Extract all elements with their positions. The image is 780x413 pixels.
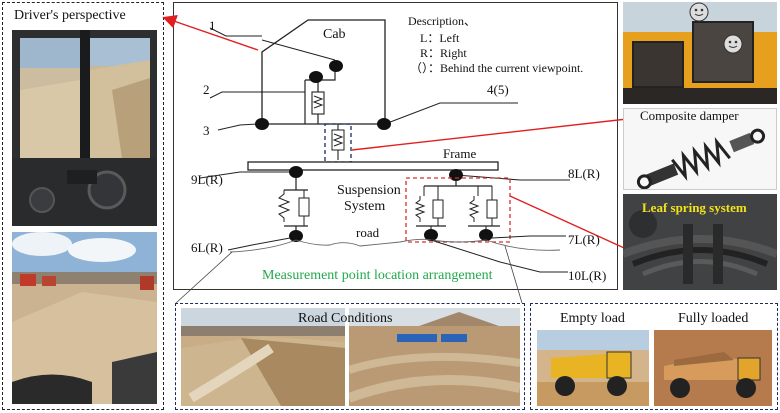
empty-load-label: Empty load: [560, 311, 625, 326]
diagram-caption: Measurement point location arrangement: [262, 268, 493, 283]
loaded-truck-photo: [654, 330, 772, 406]
road-photo-1: [181, 308, 345, 406]
frame-label: Frame: [443, 146, 477, 161]
suspension-label-line1: Suspension: [337, 183, 401, 198]
point-8-label: 8L(R): [568, 166, 600, 181]
diagram-frame: [173, 2, 618, 290]
point-3-label: 3: [203, 123, 210, 138]
description-behind: （）：Behind the current viewpoint.: [410, 61, 584, 75]
road-view-photo: [12, 232, 157, 404]
road-conditions-panel: [175, 303, 525, 410]
road-label: road: [356, 225, 380, 240]
driver-perspective-title: Driver's perspective: [14, 8, 126, 23]
road-conditions-title: Road Conditions: [298, 311, 393, 326]
description-right: R：Right: [420, 46, 467, 60]
point-1-label: 1: [209, 18, 216, 33]
description-left: L：Left: [420, 31, 460, 45]
cab-label: Cab: [323, 27, 346, 42]
point-9-label: 9L(R): [191, 172, 223, 187]
driver-perspective-panel: [2, 2, 164, 410]
suspension-label-line2: System: [344, 199, 386, 214]
point-45-label: 4(5): [487, 82, 509, 97]
description-heading: Description、: [408, 14, 476, 28]
point-6-label: 6L(R): [191, 240, 223, 255]
composite-damper-label: Composite damper: [640, 108, 739, 123]
load-panel: [530, 303, 778, 410]
leaf-spring-label: Leaf spring system: [642, 200, 747, 215]
empty-truck-photo: [537, 330, 649, 406]
leaf-spring-photo: [623, 194, 777, 290]
cab-camera-photo: [623, 2, 777, 104]
point-7-label: 7L(R): [568, 232, 600, 247]
composite-damper-photo: [623, 108, 777, 190]
cockpit-photo: [12, 30, 157, 226]
fully-loaded-label: Fully loaded: [678, 311, 749, 326]
road-photo-2: [349, 308, 520, 406]
point-2-label: 2: [203, 82, 210, 97]
point-10-label: 10L(R): [568, 268, 607, 283]
